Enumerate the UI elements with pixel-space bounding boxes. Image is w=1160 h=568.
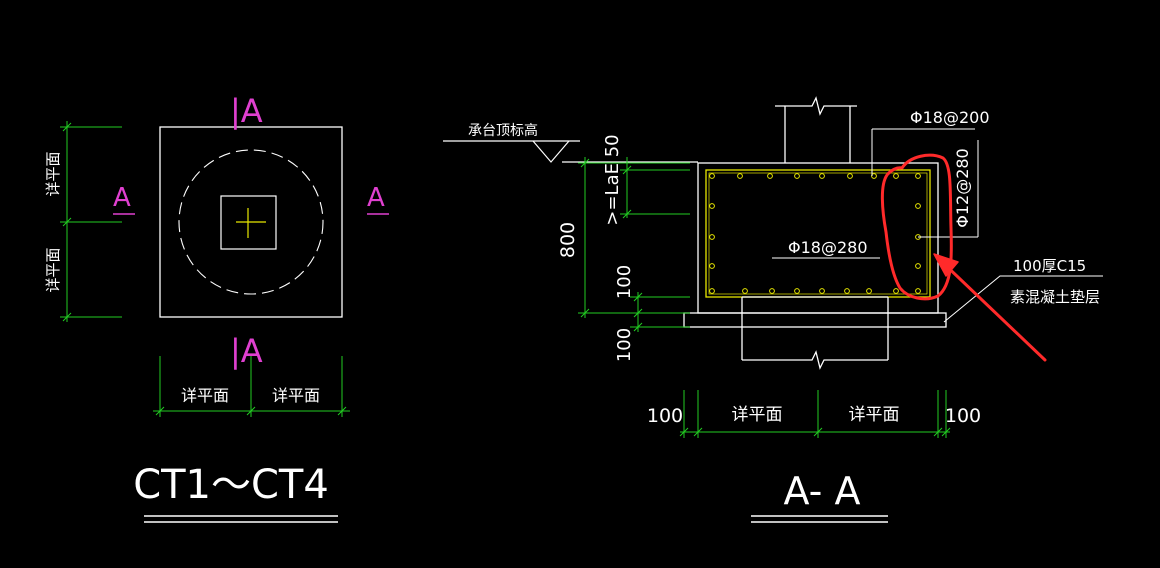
plan-title: CT1～CT4: [133, 462, 329, 508]
top-rebar-label: Φ18@200: [910, 108, 990, 127]
bedding-layer: [683, 312, 947, 328]
side-rebar-leader: [918, 140, 979, 238]
rebar-cage-inner: [708, 172, 928, 295]
section-mark-top: |A: [230, 92, 263, 130]
section-left-dimension: [578, 157, 690, 332]
plan-bottom-dimension: [153, 356, 350, 417]
elevation-marker: [443, 140, 698, 163]
elevation-label: 承台顶标高: [468, 122, 538, 139]
pile-cap-outline: [159, 126, 343, 318]
annotation-circle: [880, 153, 953, 301]
plan-view: |A |A A A 详平面 详平面 详平面 详平面: [44, 92, 389, 523]
top-rebar-leader: [871, 128, 975, 176]
red-annotation: [880, 153, 1047, 362]
plan-dim-bottom-left: 详平面: [181, 386, 229, 405]
section-bottom-dimension: [679, 390, 951, 438]
pile-dashed-circle: [178, 149, 324, 295]
column-outline: [220, 195, 277, 250]
bedding-label-line1: 100厚C15: [1013, 257, 1086, 275]
section-dim-right-edge: 100: [945, 405, 981, 427]
gap-lower-label: 100: [614, 328, 635, 362]
plan-dim-bottom-right: 详平面: [272, 386, 320, 405]
section-mark-bottom: |A: [230, 332, 263, 370]
bottom-rebar-label: Φ18@280: [788, 238, 868, 257]
section-mark-left: A: [113, 183, 131, 213]
annotation-arrowhead: [933, 253, 959, 277]
section-title: A- A: [784, 469, 861, 513]
annotation-arrow-shaft: [936, 256, 1047, 362]
pile-lower: [741, 296, 889, 370]
section-dim-left-edge: 100: [647, 405, 683, 427]
plan-dim-left-lower: 详平面: [44, 247, 62, 292]
bedding-leader: [943, 275, 1103, 323]
section-view: 承台顶标高 >=LaE 50 800 100 100: [443, 96, 1103, 523]
bedding-label-line2: 素混凝土垫层: [1010, 288, 1100, 306]
section-mark-right: A: [367, 183, 385, 213]
rebar-dots: [709, 173, 921, 294]
section-dim-bottom-left: 详平面: [732, 405, 783, 425]
section-dim-bottom-right: 详平面: [849, 405, 900, 425]
plan-left-dimension: [60, 121, 122, 322]
anchor-length-label: >=LaE 50: [602, 134, 623, 225]
column-upper: [775, 96, 857, 163]
gap-upper-label: 100: [614, 265, 635, 299]
side-rebar-label: Φ12@280: [953, 148, 972, 228]
plan-dim-left-upper: 详平面: [44, 151, 62, 196]
depth-label: 800: [557, 222, 579, 258]
